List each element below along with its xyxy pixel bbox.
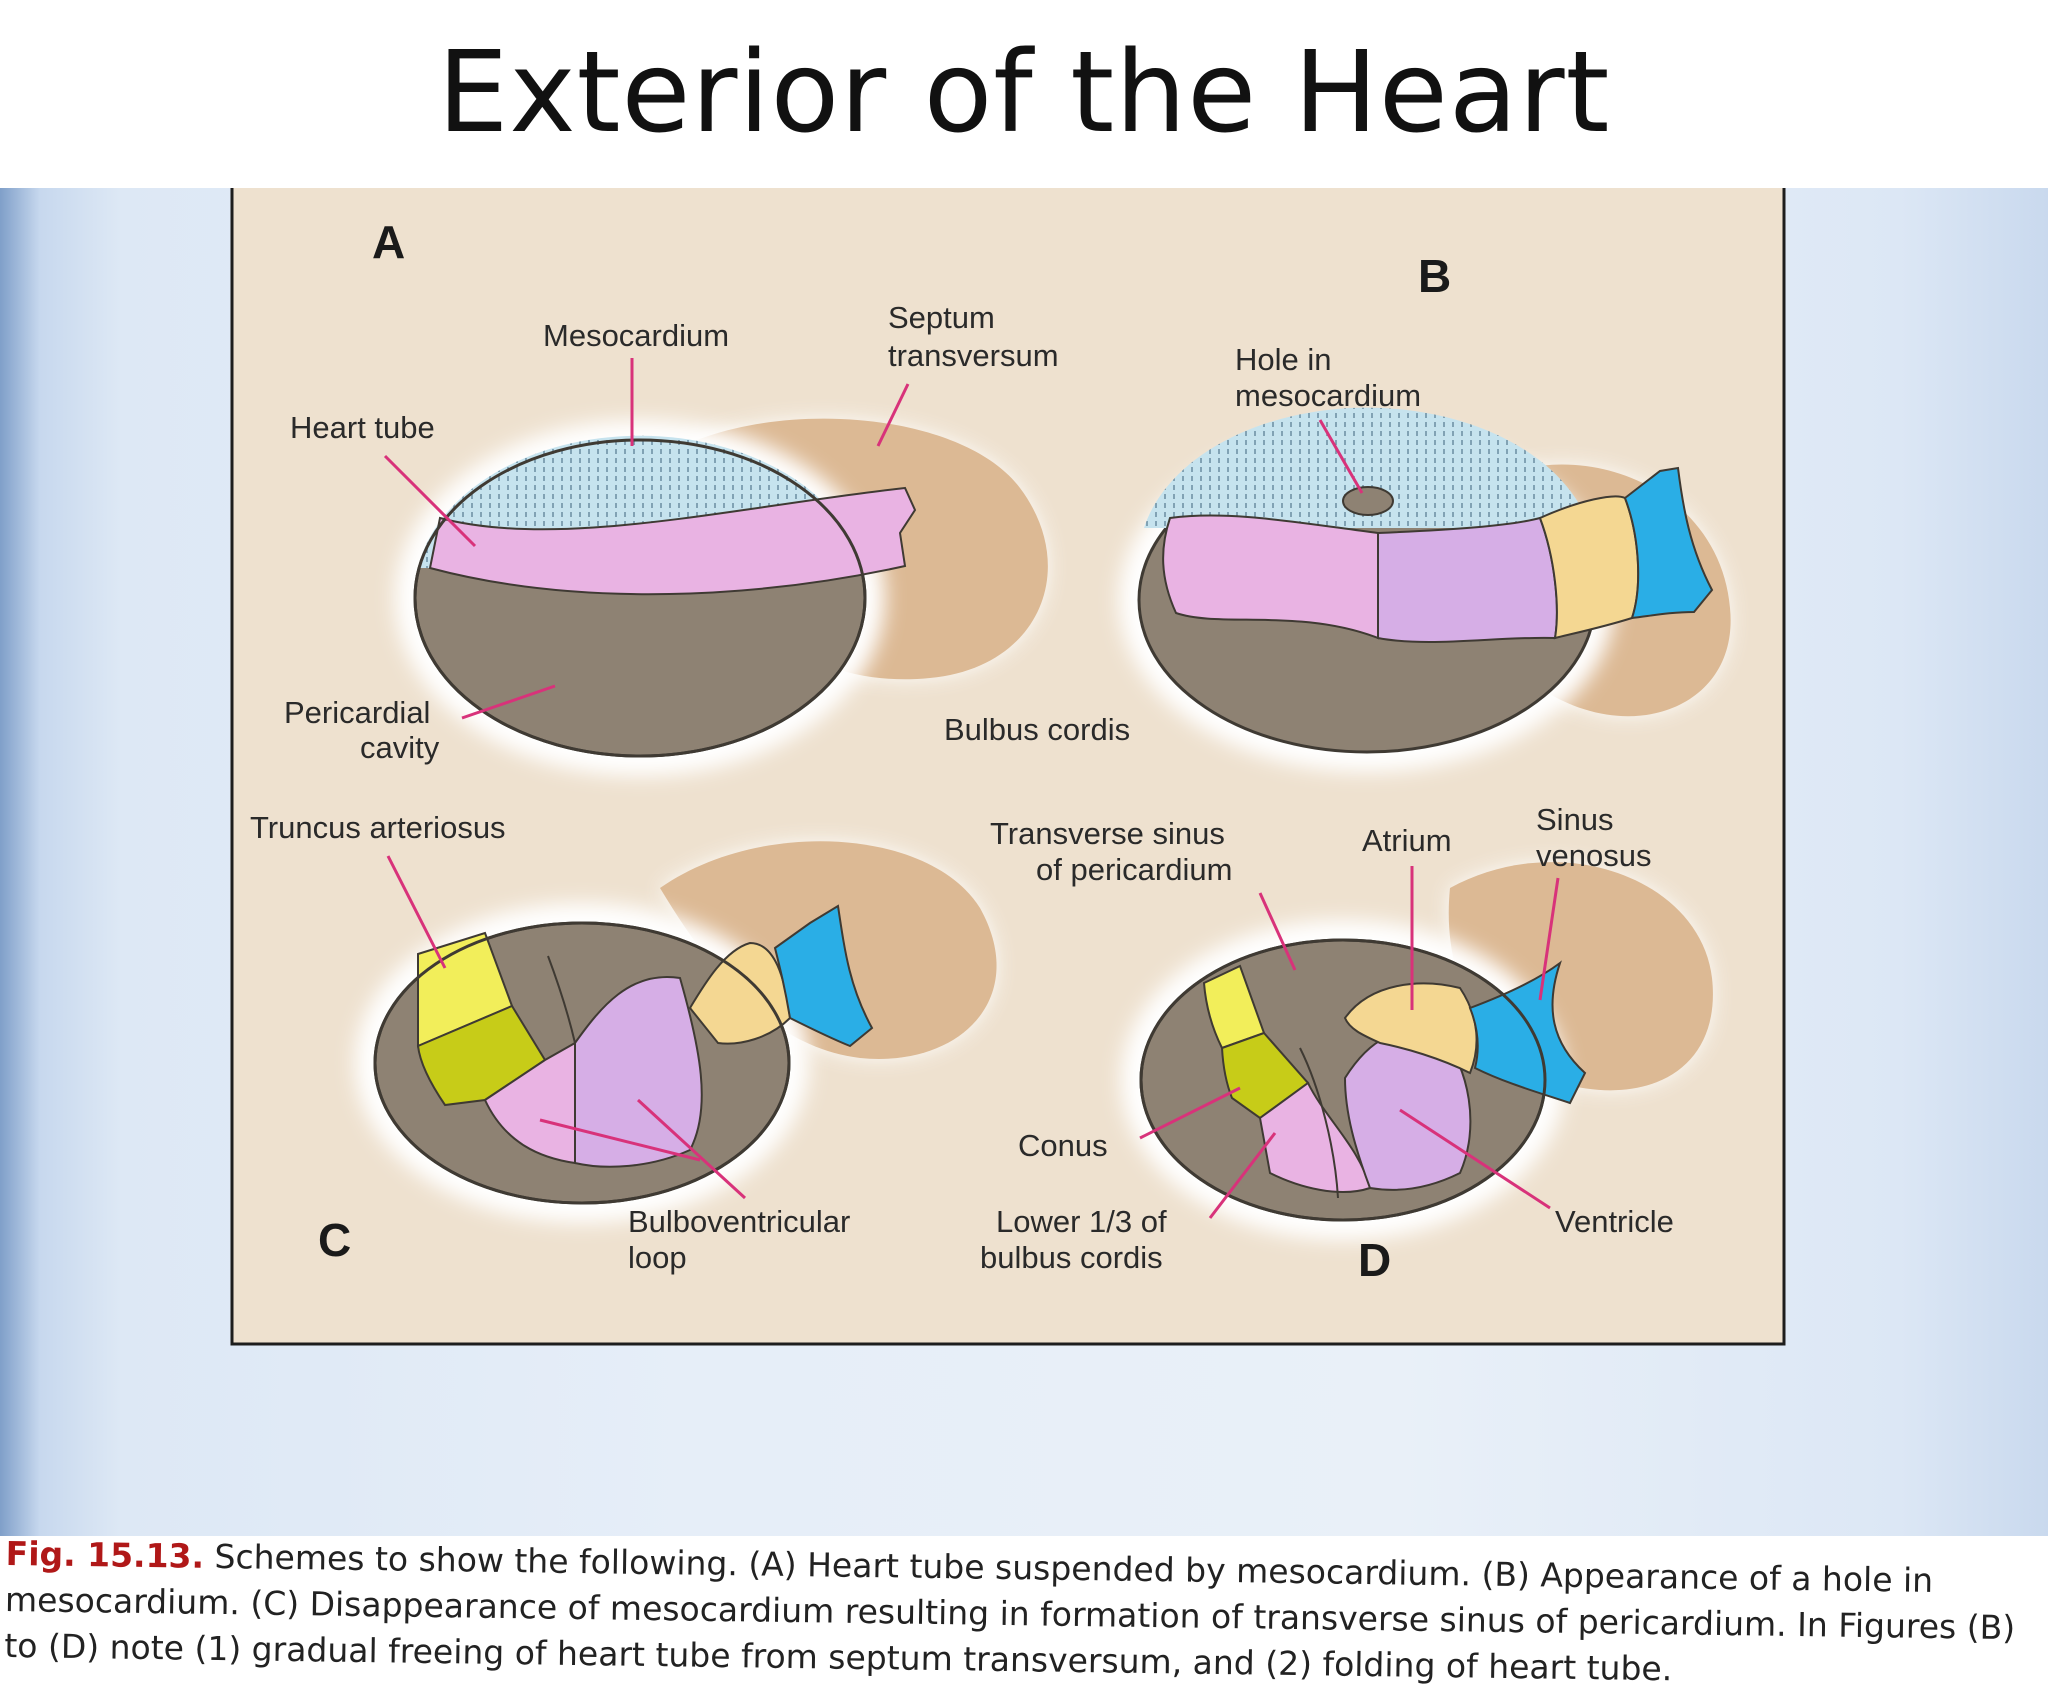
label-septum-1: Septum bbox=[888, 300, 995, 335]
label-truncus: Truncus arteriosus bbox=[250, 810, 506, 845]
label-sinus-2: venosus bbox=[1536, 838, 1651, 873]
mesocardium-b bbox=[1144, 407, 1590, 528]
label-sinus-1: Sinus bbox=[1536, 802, 1614, 837]
ventricle-b bbox=[1377, 516, 1558, 644]
sinus-venosus-d bbox=[1468, 960, 1587, 1105]
heart-tube-a bbox=[428, 486, 917, 596]
ventricle-c bbox=[574, 975, 703, 1168]
leader-bulbo-2 bbox=[636, 1098, 747, 1200]
label-septum-2: transversum bbox=[888, 338, 1059, 373]
figure-caption: Fig. 15.13. Schemes to show the followin… bbox=[4, 1531, 2046, 1697]
label-lower-2: bulbus cordis bbox=[980, 1240, 1163, 1275]
label-bulboventricular-2: loop bbox=[628, 1240, 687, 1275]
slide-title: Exterior of the Heart bbox=[437, 28, 1611, 158]
sinus-venosus-c bbox=[773, 904, 874, 1048]
panel-b bbox=[1119, 407, 1731, 772]
label-hole-2: mesocardium bbox=[1235, 378, 1421, 413]
leader-lower bbox=[1208, 1132, 1277, 1219]
label-hole-1: Hole in bbox=[1235, 342, 1332, 377]
leader-sinus bbox=[1538, 877, 1560, 1001]
label-transverse-2: of pericardium bbox=[1036, 852, 1232, 887]
caption-text: Schemes to show the following. (A) Heart… bbox=[4, 1536, 2016, 1689]
label-conus: Conus bbox=[1018, 1128, 1108, 1163]
leader-heart-tube bbox=[383, 454, 477, 548]
label-mesocardium: Mesocardium bbox=[543, 318, 729, 353]
leader-hole bbox=[1318, 419, 1364, 494]
panel-letter-d: D bbox=[1358, 1234, 1391, 1286]
label-pericardial-2: cavity bbox=[360, 730, 440, 765]
label-atrium: Atrium bbox=[1362, 823, 1452, 858]
label-lower-1: Lower 1/3 of bbox=[996, 1204, 1167, 1239]
leader-bulbo-1 bbox=[539, 1118, 701, 1162]
panel-letter-c: C bbox=[318, 1214, 351, 1266]
label-bulboventricular-1: Bulboventricular bbox=[628, 1204, 850, 1239]
label-transverse-1: Transverse sinus bbox=[990, 816, 1225, 851]
panel-c bbox=[355, 841, 997, 1223]
mesocardium-hole bbox=[1342, 486, 1394, 516]
heart-development-figure: A Mesocardium Septum transversum Heart t… bbox=[230, 188, 1786, 1346]
label-pericardial-1: Pericardial bbox=[284, 695, 430, 730]
label-ventricle: Ventricle bbox=[1555, 1204, 1674, 1239]
caption-figure-number: Fig. 15.13. bbox=[5, 1533, 205, 1576]
label-heart-tube: Heart tube bbox=[290, 410, 435, 445]
leader-ventricle bbox=[1399, 1108, 1551, 1210]
atrium-d bbox=[1343, 982, 1478, 1075]
leader-transverse bbox=[1258, 892, 1297, 971]
bulbus-cordis-b bbox=[1162, 514, 1379, 640]
panel-d bbox=[1121, 862, 1713, 1240]
label-bulbus-cordis: Bulbus cordis bbox=[944, 712, 1130, 747]
leader-pericardial bbox=[461, 684, 556, 720]
leader-truncus bbox=[386, 855, 447, 969]
panel-a bbox=[395, 418, 1048, 776]
panel-letter-b: B bbox=[1418, 250, 1451, 302]
sinus-venosus-b bbox=[1623, 466, 1714, 620]
panel-letter-a: A bbox=[372, 216, 405, 268]
scanned-page: A Mesocardium Septum transversum Heart t… bbox=[0, 188, 2048, 1688]
leader-conus bbox=[1139, 1086, 1241, 1140]
leader-septum bbox=[876, 383, 910, 447]
